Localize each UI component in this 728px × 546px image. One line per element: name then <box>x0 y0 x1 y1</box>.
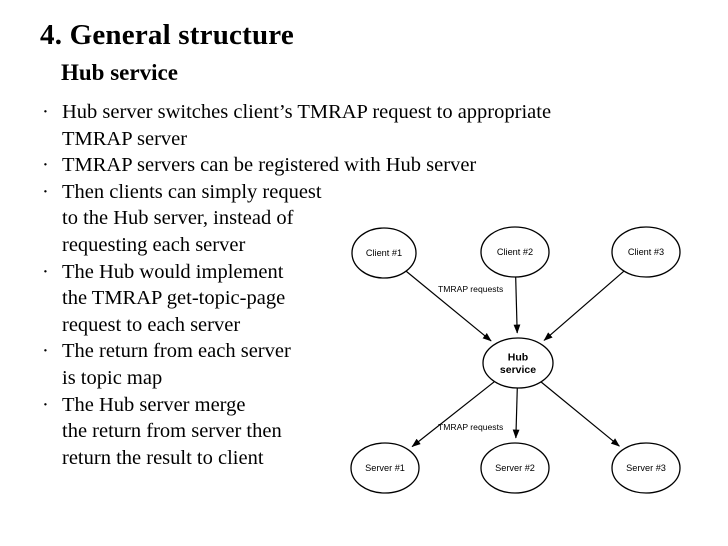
node-shape-client3 <box>611 226 681 278</box>
node-shape-server3 <box>611 442 681 494</box>
node-label-client2: Client #2 <box>497 247 533 257</box>
bullet-marker-icon: · <box>42 393 49 416</box>
list-item: · The Hub server merge the return from s… <box>40 392 660 472</box>
bullet-marker-icon: · <box>42 101 49 123</box>
diagram-node-server1[interactable]: Server #1 <box>350 442 420 494</box>
list-item: · TMRAP servers can be registered with H… <box>40 152 660 179</box>
diagram-edge-hub-to-server1 <box>411 381 495 448</box>
page-subtitle: Hub service <box>61 60 178 85</box>
diagram-edges <box>405 270 625 448</box>
bullet-marker-icon: · <box>42 154 49 177</box>
node-shape-client2 <box>480 226 550 278</box>
bullet-marker-icon: · <box>42 180 49 203</box>
node-label-client3: Client #3 <box>628 247 664 257</box>
list-item-text: Then clients can simply request to the H… <box>62 180 322 256</box>
diagram-node-client3[interactable]: Client #3 <box>611 226 681 278</box>
diagram-edge-hub-to-server2 <box>512 387 520 439</box>
diagram-node-server2[interactable]: Server #2 <box>480 442 550 494</box>
node-label-client1: Client #1 <box>366 248 402 258</box>
diagram-edge-hub-to-server3 <box>540 381 620 447</box>
node-shape-server2 <box>480 442 550 494</box>
diagram-edge-client1-to-hub <box>405 270 492 342</box>
list-item-text: TMRAP servers can be registered with Hub… <box>62 154 477 177</box>
diagram-edge-client3-to-hub <box>543 270 625 341</box>
diagram-node-server3[interactable]: Server #3 <box>611 442 681 494</box>
node-label-server1: Server #1 <box>365 463 405 473</box>
node-label-server2: Server #2 <box>495 463 535 473</box>
node-shape-server1 <box>350 442 420 494</box>
node-shape-client1 <box>351 227 417 279</box>
node-label-server3: Server #3 <box>626 463 666 473</box>
node-shape-hub <box>482 337 554 389</box>
list-item-text: The return from each server is topic map <box>62 340 291 389</box>
list-item: · Then clients can simply request to the… <box>40 179 660 259</box>
list-item: · Hub server switches client’s TMRAP req… <box>40 99 660 152</box>
edge-label-1: TMRAP requests <box>438 284 503 294</box>
edge-label-2: TMRAP requests <box>438 422 503 432</box>
bullet-marker-icon: · <box>42 260 49 283</box>
bullet-list: · Hub server switches client’s TMRAP req… <box>40 99 660 471</box>
page-title: 4. General structure <box>40 19 294 51</box>
diagram-edge-client2-to-hub <box>513 276 521 334</box>
list-item: · The Hub would implement the TMRAP get-… <box>40 259 660 339</box>
list-item-text: The Hub server merge the return from ser… <box>62 393 282 469</box>
bullet-marker-icon: · <box>42 340 49 363</box>
list-item: · The return from each server is topic m… <box>40 338 660 391</box>
diagram-node-client1[interactable]: Client #1 <box>351 227 417 279</box>
list-item-text: The Hub would implement the TMRAP get-to… <box>62 260 286 336</box>
list-item-text: Hub server switches client’s TMRAP reque… <box>62 101 552 150</box>
diagram-node-client2[interactable]: Client #2 <box>480 226 550 278</box>
